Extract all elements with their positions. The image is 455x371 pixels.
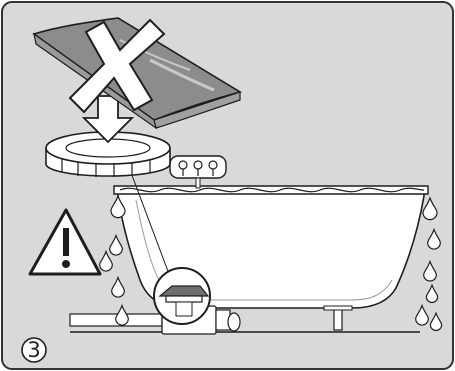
drain-pipe-elbow: [228, 313, 240, 331]
step-marker: 3: [22, 338, 46, 362]
bathtub-foot-plate: [324, 306, 352, 310]
drain-ring-small: [166, 296, 202, 302]
step-number: 3: [27, 338, 40, 362]
drain-outlet: [176, 302, 192, 316]
water-stream: [196, 178, 200, 188]
bathtub-foot: [334, 308, 342, 330]
drain-magnifier: [154, 268, 210, 324]
